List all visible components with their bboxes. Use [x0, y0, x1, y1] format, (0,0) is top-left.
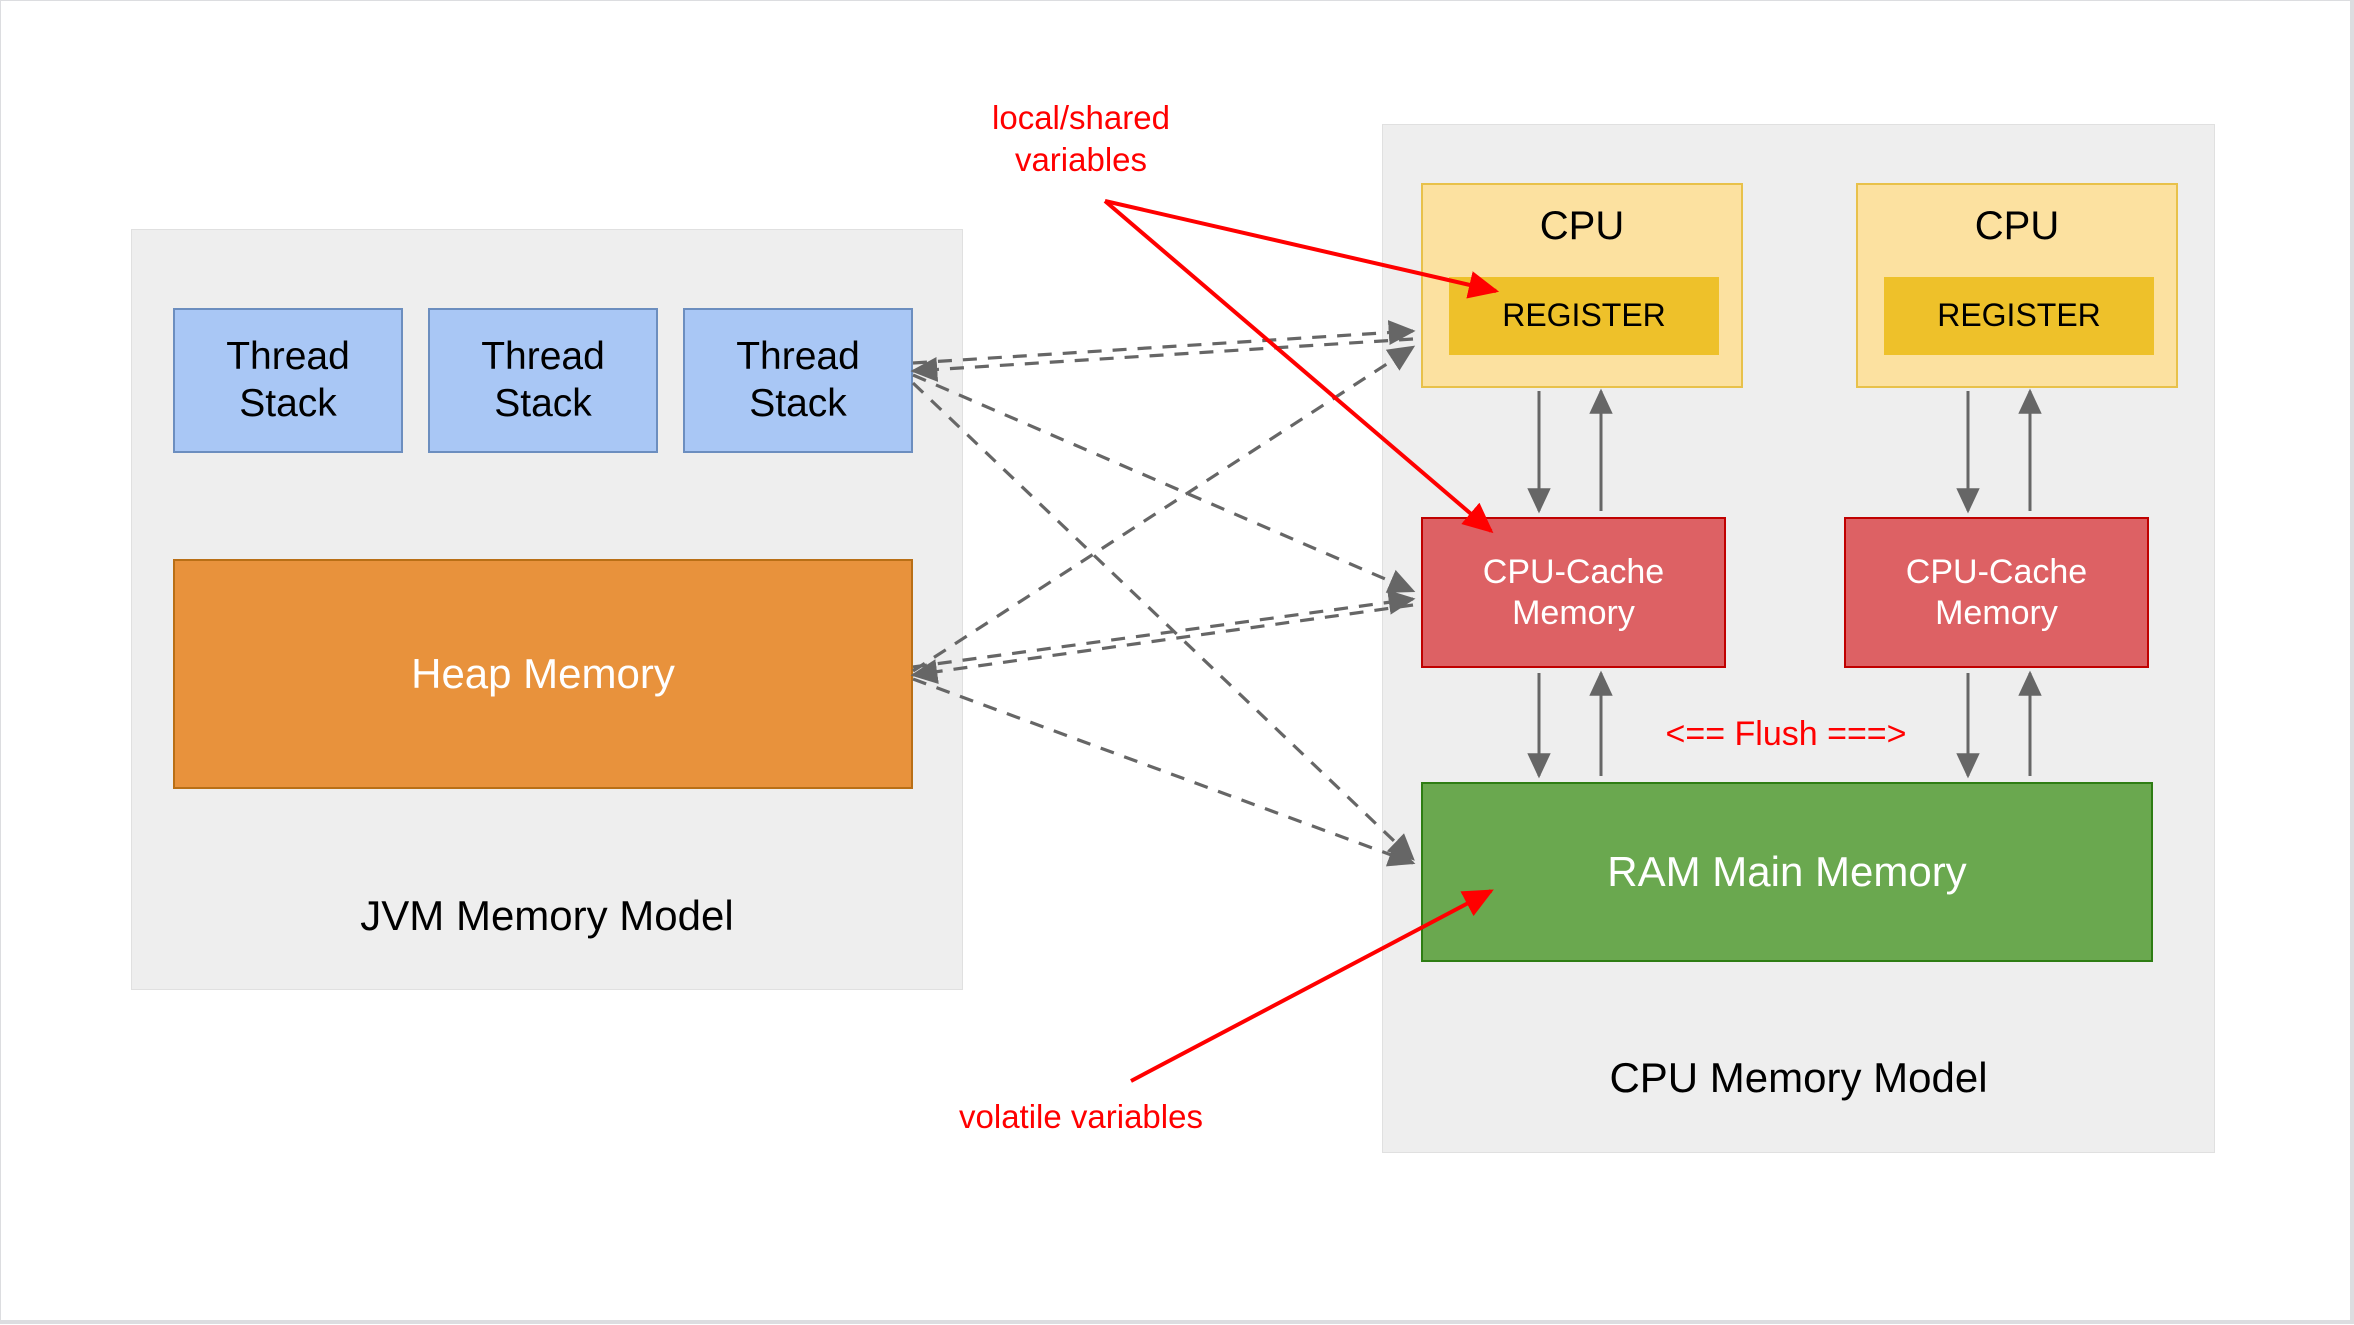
register-box-1: REGISTER [1449, 277, 1719, 355]
dashed-thread-to-register [912, 320, 1416, 365]
thread-stack-label-3: Thread Stack [736, 335, 860, 425]
cpu-cache-memory-box-1: CPU-Cache Memory [1421, 517, 1726, 668]
dashed-heap-to-register [912, 345, 1416, 673]
ram-main-memory-label: RAM Main Memory [1607, 848, 1967, 896]
thread-stack-box-1: Thread Stack [173, 308, 403, 453]
register-box-2: REGISTER [1884, 277, 2154, 355]
heap-memory-box: Heap Memory [173, 559, 913, 789]
dashed-connectors [910, 320, 1416, 867]
dashed-heap-to-cache [912, 589, 1416, 669]
annotation-local-shared-variables: local/shared variables [992, 99, 1170, 178]
cpu-cache-memory-box-2: CPU-Cache Memory [1844, 517, 2149, 668]
dashed-thread-to-ram [911, 381, 1415, 861]
annotation-volatile-variables: volatile variables [959, 1098, 1203, 1135]
jvm-memory-model-caption: JVM Memory Model [360, 892, 734, 939]
thread-stack-label-1: Thread Stack [226, 335, 350, 425]
cpu-title-2: CPU [1974, 204, 2060, 248]
cpu-box-2: CPU REGISTER [1856, 183, 2178, 388]
dashed-thread-to-cache [912, 373, 1416, 593]
thread-stack-label-2: Thread Stack [481, 335, 605, 425]
thread-stack-box-2: Thread Stack [428, 308, 658, 453]
heap-memory-label: Heap Memory [411, 650, 675, 698]
cpu-memory-model-caption: CPU Memory Model [1609, 1054, 1988, 1101]
dashed-register-to-thread [910, 337, 1414, 382]
cpu-box-1: CPU REGISTER [1421, 183, 1743, 388]
cpu-title-1: CPU [1539, 204, 1625, 248]
thread-stack-box-3: Thread Stack [683, 308, 913, 453]
dashed-cache-to-heap [910, 603, 1414, 684]
dashed-heap-to-ram [912, 677, 1416, 867]
cpu-cache-memory-label-1: CPU-Cache Memory [1482, 553, 1665, 632]
cpu-cache-memory-label-2: CPU-Cache Memory [1905, 553, 2088, 632]
annotation-flush: <== Flush ===> [1665, 715, 1907, 753]
ram-main-memory-box: RAM Main Memory [1421, 782, 2153, 962]
